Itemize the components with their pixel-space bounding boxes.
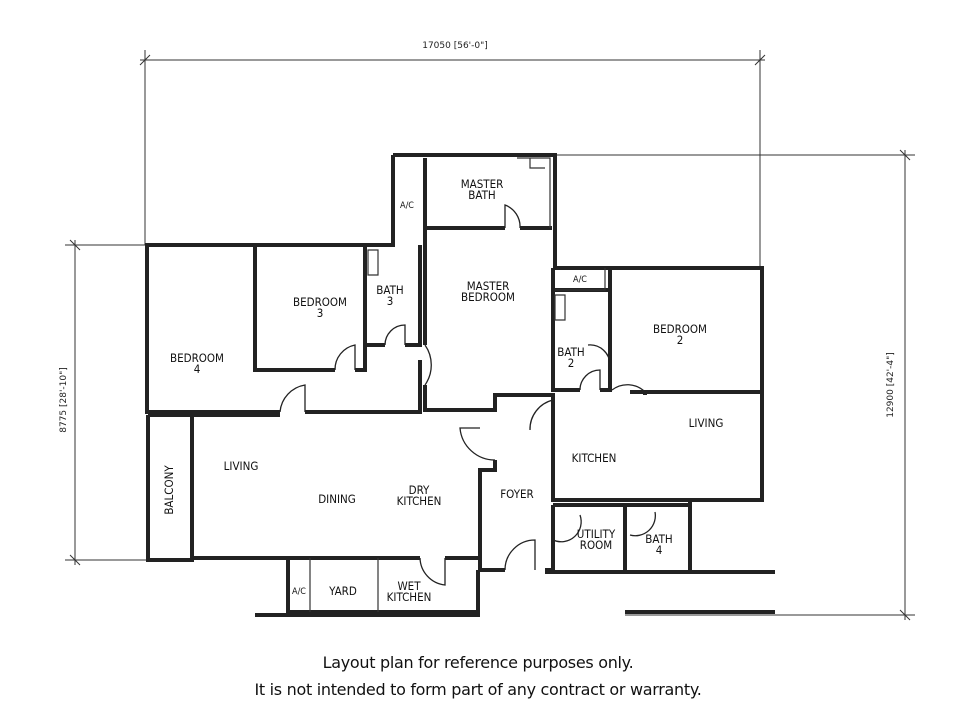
master-bedroom-label-2: BEDROOM bbox=[461, 290, 515, 304]
bedroom3-label-2: 3 bbox=[317, 306, 324, 320]
door-swings bbox=[279, 204, 656, 586]
dimension-lines: 17050 [56'-0"] 12900 [42'-4"] 8775 [28'-… bbox=[59, 41, 915, 621]
depth-dimension: 12900 [42'-4"] bbox=[886, 352, 896, 418]
ac-right-label: A/C bbox=[573, 275, 587, 285]
master-bath-label-1: MASTER bbox=[461, 177, 504, 191]
walls bbox=[145, 153, 775, 617]
kitchen-label: KITCHEN bbox=[572, 451, 617, 465]
bedroom3-label-1: BEDROOM bbox=[293, 295, 347, 309]
dining-label: DINING bbox=[318, 492, 356, 506]
wet-kitchen-label-1: WET bbox=[397, 579, 421, 593]
dry-kitchen-label-2: KITCHEN bbox=[397, 494, 442, 508]
bath2-label-1: BATH bbox=[557, 345, 584, 359]
left-dimension: 8775 [28'-10"] bbox=[59, 367, 69, 433]
ac-top-label: A/C bbox=[400, 201, 414, 211]
room-labels: MASTER BATH A/C MASTER BEDROOM BEDROOM 3… bbox=[162, 177, 723, 604]
foyer-label: FOYER bbox=[500, 487, 534, 501]
utility-label-1: UTILITY bbox=[577, 527, 616, 541]
dry-kitchen-label-1: DRY bbox=[409, 483, 430, 497]
master-bath-label-2: BATH bbox=[468, 188, 495, 202]
bath4-label-2: 4 bbox=[656, 543, 663, 557]
bath4-label-1: BATH bbox=[645, 532, 672, 546]
bath3-label-2: 3 bbox=[387, 294, 394, 308]
living-right-label: LIVING bbox=[689, 416, 724, 430]
master-bedroom-label-1: MASTER bbox=[467, 279, 510, 293]
living-label: LIVING bbox=[224, 459, 259, 473]
bedroom2-label-2: 2 bbox=[677, 333, 684, 347]
ac-yard-label: A/C bbox=[292, 587, 306, 597]
bedroom2-label-1: BEDROOM bbox=[653, 322, 707, 336]
wet-kitchen-label-2: KITCHEN bbox=[387, 590, 432, 604]
yard-label: YARD bbox=[328, 584, 357, 598]
bedroom4-label-2: 4 bbox=[194, 362, 201, 376]
width-dimension: 17050 [56'-0"] bbox=[422, 41, 488, 51]
bedroom4-label-1: BEDROOM bbox=[170, 351, 224, 365]
utility-label-2: ROOM bbox=[580, 538, 612, 552]
disclaimer-line-1: Layout plan for reference purposes only. bbox=[322, 653, 634, 672]
disclaimer-line-2: It is not intended to form part of any c… bbox=[254, 680, 702, 699]
balcony-label: BALCONY bbox=[162, 465, 176, 515]
bath2-label-2: 2 bbox=[568, 356, 575, 370]
bath3-label-1: BATH bbox=[376, 283, 403, 297]
